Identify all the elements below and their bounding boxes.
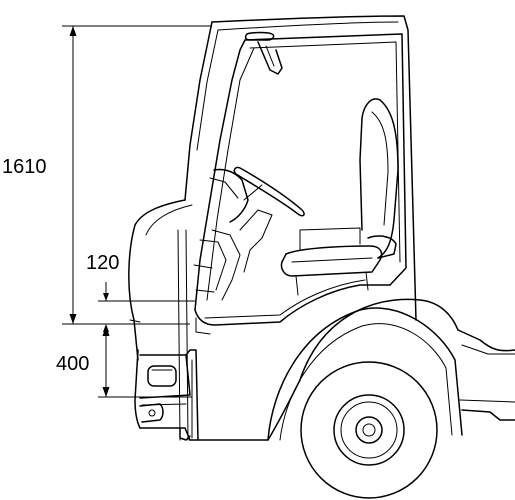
dimension-floor-height: [98, 326, 192, 398]
wheel-arch: [267, 298, 463, 441]
fog-light: [139, 403, 164, 423]
dashboard: [193, 168, 273, 301]
door-window-frame: [194, 33, 407, 326]
driver-seat: [280, 98, 399, 296]
mirror-bracket: [244, 31, 283, 75]
front-bumper: [139, 349, 199, 441]
chassis: [457, 329, 515, 421]
step-well: [129, 317, 211, 335]
total-height-label: 1610: [2, 156, 47, 178]
dimension-total-height: [62, 25, 212, 325]
headlight: [147, 365, 177, 387]
cab-outline: [128, 15, 417, 441]
floor-height-label: 400: [56, 353, 90, 375]
tow-hook: [179, 427, 191, 441]
front-wheel: [300, 361, 438, 499]
step-offset-label: 120: [86, 252, 120, 274]
